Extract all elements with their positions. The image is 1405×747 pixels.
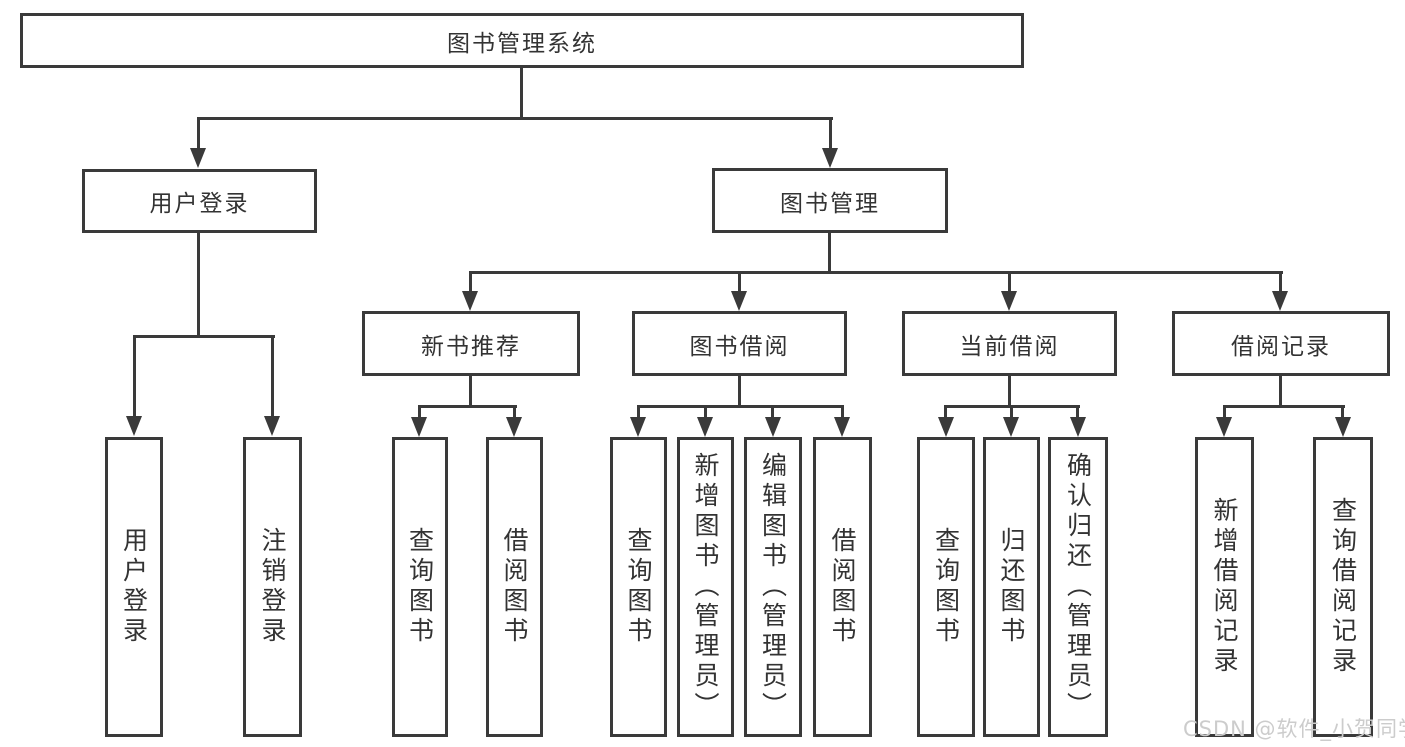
arrow-down-icon bbox=[462, 291, 478, 311]
connector-line bbox=[418, 405, 421, 418]
arrow-down-icon bbox=[765, 417, 781, 437]
arrow-down-icon bbox=[697, 417, 713, 437]
arrow-down-icon bbox=[1216, 417, 1232, 437]
arrow-down-icon bbox=[1070, 417, 1086, 437]
connector-line bbox=[828, 233, 831, 273]
connector-line bbox=[738, 376, 741, 407]
connector-line bbox=[829, 117, 832, 150]
connector-line bbox=[133, 335, 136, 417]
connector-line bbox=[133, 335, 275, 338]
leaf-query-book-recommend: 查询图书 bbox=[392, 437, 448, 737]
leaf-borrow-book-recommend: 借阅图书 bbox=[486, 437, 543, 737]
connector-line bbox=[1279, 376, 1282, 407]
arrow-down-icon bbox=[731, 291, 747, 311]
connector-line bbox=[738, 271, 741, 293]
node-new-book-recommend: 新书推荐 bbox=[362, 311, 580, 376]
leaf-query-borrow-record: 查询借阅记录 bbox=[1313, 437, 1373, 737]
connector-line bbox=[469, 271, 1283, 274]
arrow-down-icon bbox=[938, 417, 954, 437]
connector-line bbox=[637, 405, 640, 418]
connector-line bbox=[704, 405, 707, 418]
arrow-down-icon bbox=[1272, 291, 1288, 311]
leaf-return-book: 归还图书 bbox=[983, 437, 1040, 737]
csdn-watermark: CSDN @软件_小贺同学 bbox=[1183, 717, 1405, 741]
arrow-down-icon bbox=[411, 417, 427, 437]
connector-line bbox=[1010, 405, 1013, 418]
arrow-down-icon bbox=[822, 148, 838, 168]
leaf-edit-book-admin: 编辑图书（管理员） bbox=[744, 437, 802, 737]
leaf-confirm-return-admin: 确认归还（管理员） bbox=[1048, 437, 1108, 737]
connector-line bbox=[637, 405, 844, 408]
arrow-down-icon bbox=[264, 416, 280, 436]
arrow-down-icon bbox=[1003, 417, 1019, 437]
leaf-add-borrow-record: 新增借阅记录 bbox=[1195, 437, 1254, 737]
connector-line bbox=[419, 405, 517, 408]
leaf-query-book-current: 查询图书 bbox=[917, 437, 975, 737]
connector-line bbox=[1223, 405, 1226, 418]
arrow-down-icon bbox=[834, 417, 850, 437]
leaf-borrow-book: 借阅图书 bbox=[813, 437, 872, 737]
connector-line bbox=[841, 405, 844, 418]
leaf-add-book-admin: 新增图书（管理员） bbox=[677, 437, 734, 737]
node-user-login: 用户登录 bbox=[82, 169, 317, 233]
connector-line bbox=[197, 117, 833, 120]
connector-line bbox=[520, 66, 523, 119]
leaf-query-book-borrow: 查询图书 bbox=[610, 437, 667, 737]
node-system-root: 图书管理系统 bbox=[20, 13, 1024, 68]
connector-line bbox=[197, 117, 200, 150]
connector-line bbox=[1223, 405, 1345, 408]
connector-line bbox=[1008, 271, 1011, 293]
connector-line bbox=[771, 405, 774, 418]
leaf-logout: 注销登录 bbox=[243, 437, 302, 737]
connector-line bbox=[271, 335, 274, 417]
connector-line bbox=[1076, 405, 1079, 418]
connector-line bbox=[1279, 271, 1282, 293]
connector-line bbox=[944, 405, 947, 418]
connector-line bbox=[469, 271, 472, 293]
leaf-user-login: 用户登录 bbox=[105, 437, 163, 737]
connector-line bbox=[1008, 376, 1011, 407]
connector-line bbox=[197, 233, 200, 337]
node-current-borrow: 当前借阅 bbox=[902, 311, 1117, 376]
arrow-down-icon bbox=[1001, 291, 1017, 311]
arrow-down-icon bbox=[190, 148, 206, 168]
node-book-borrow: 图书借阅 bbox=[632, 311, 847, 376]
connector-line bbox=[469, 376, 472, 407]
arrow-down-icon bbox=[630, 417, 646, 437]
connector-line bbox=[1341, 405, 1344, 418]
connector-line bbox=[513, 405, 516, 418]
arrow-down-icon bbox=[1335, 417, 1351, 437]
node-borrow-records: 借阅记录 bbox=[1172, 311, 1390, 376]
arrow-down-icon bbox=[126, 416, 142, 436]
node-book-management: 图书管理 bbox=[712, 168, 948, 233]
arrow-down-icon bbox=[506, 417, 522, 437]
